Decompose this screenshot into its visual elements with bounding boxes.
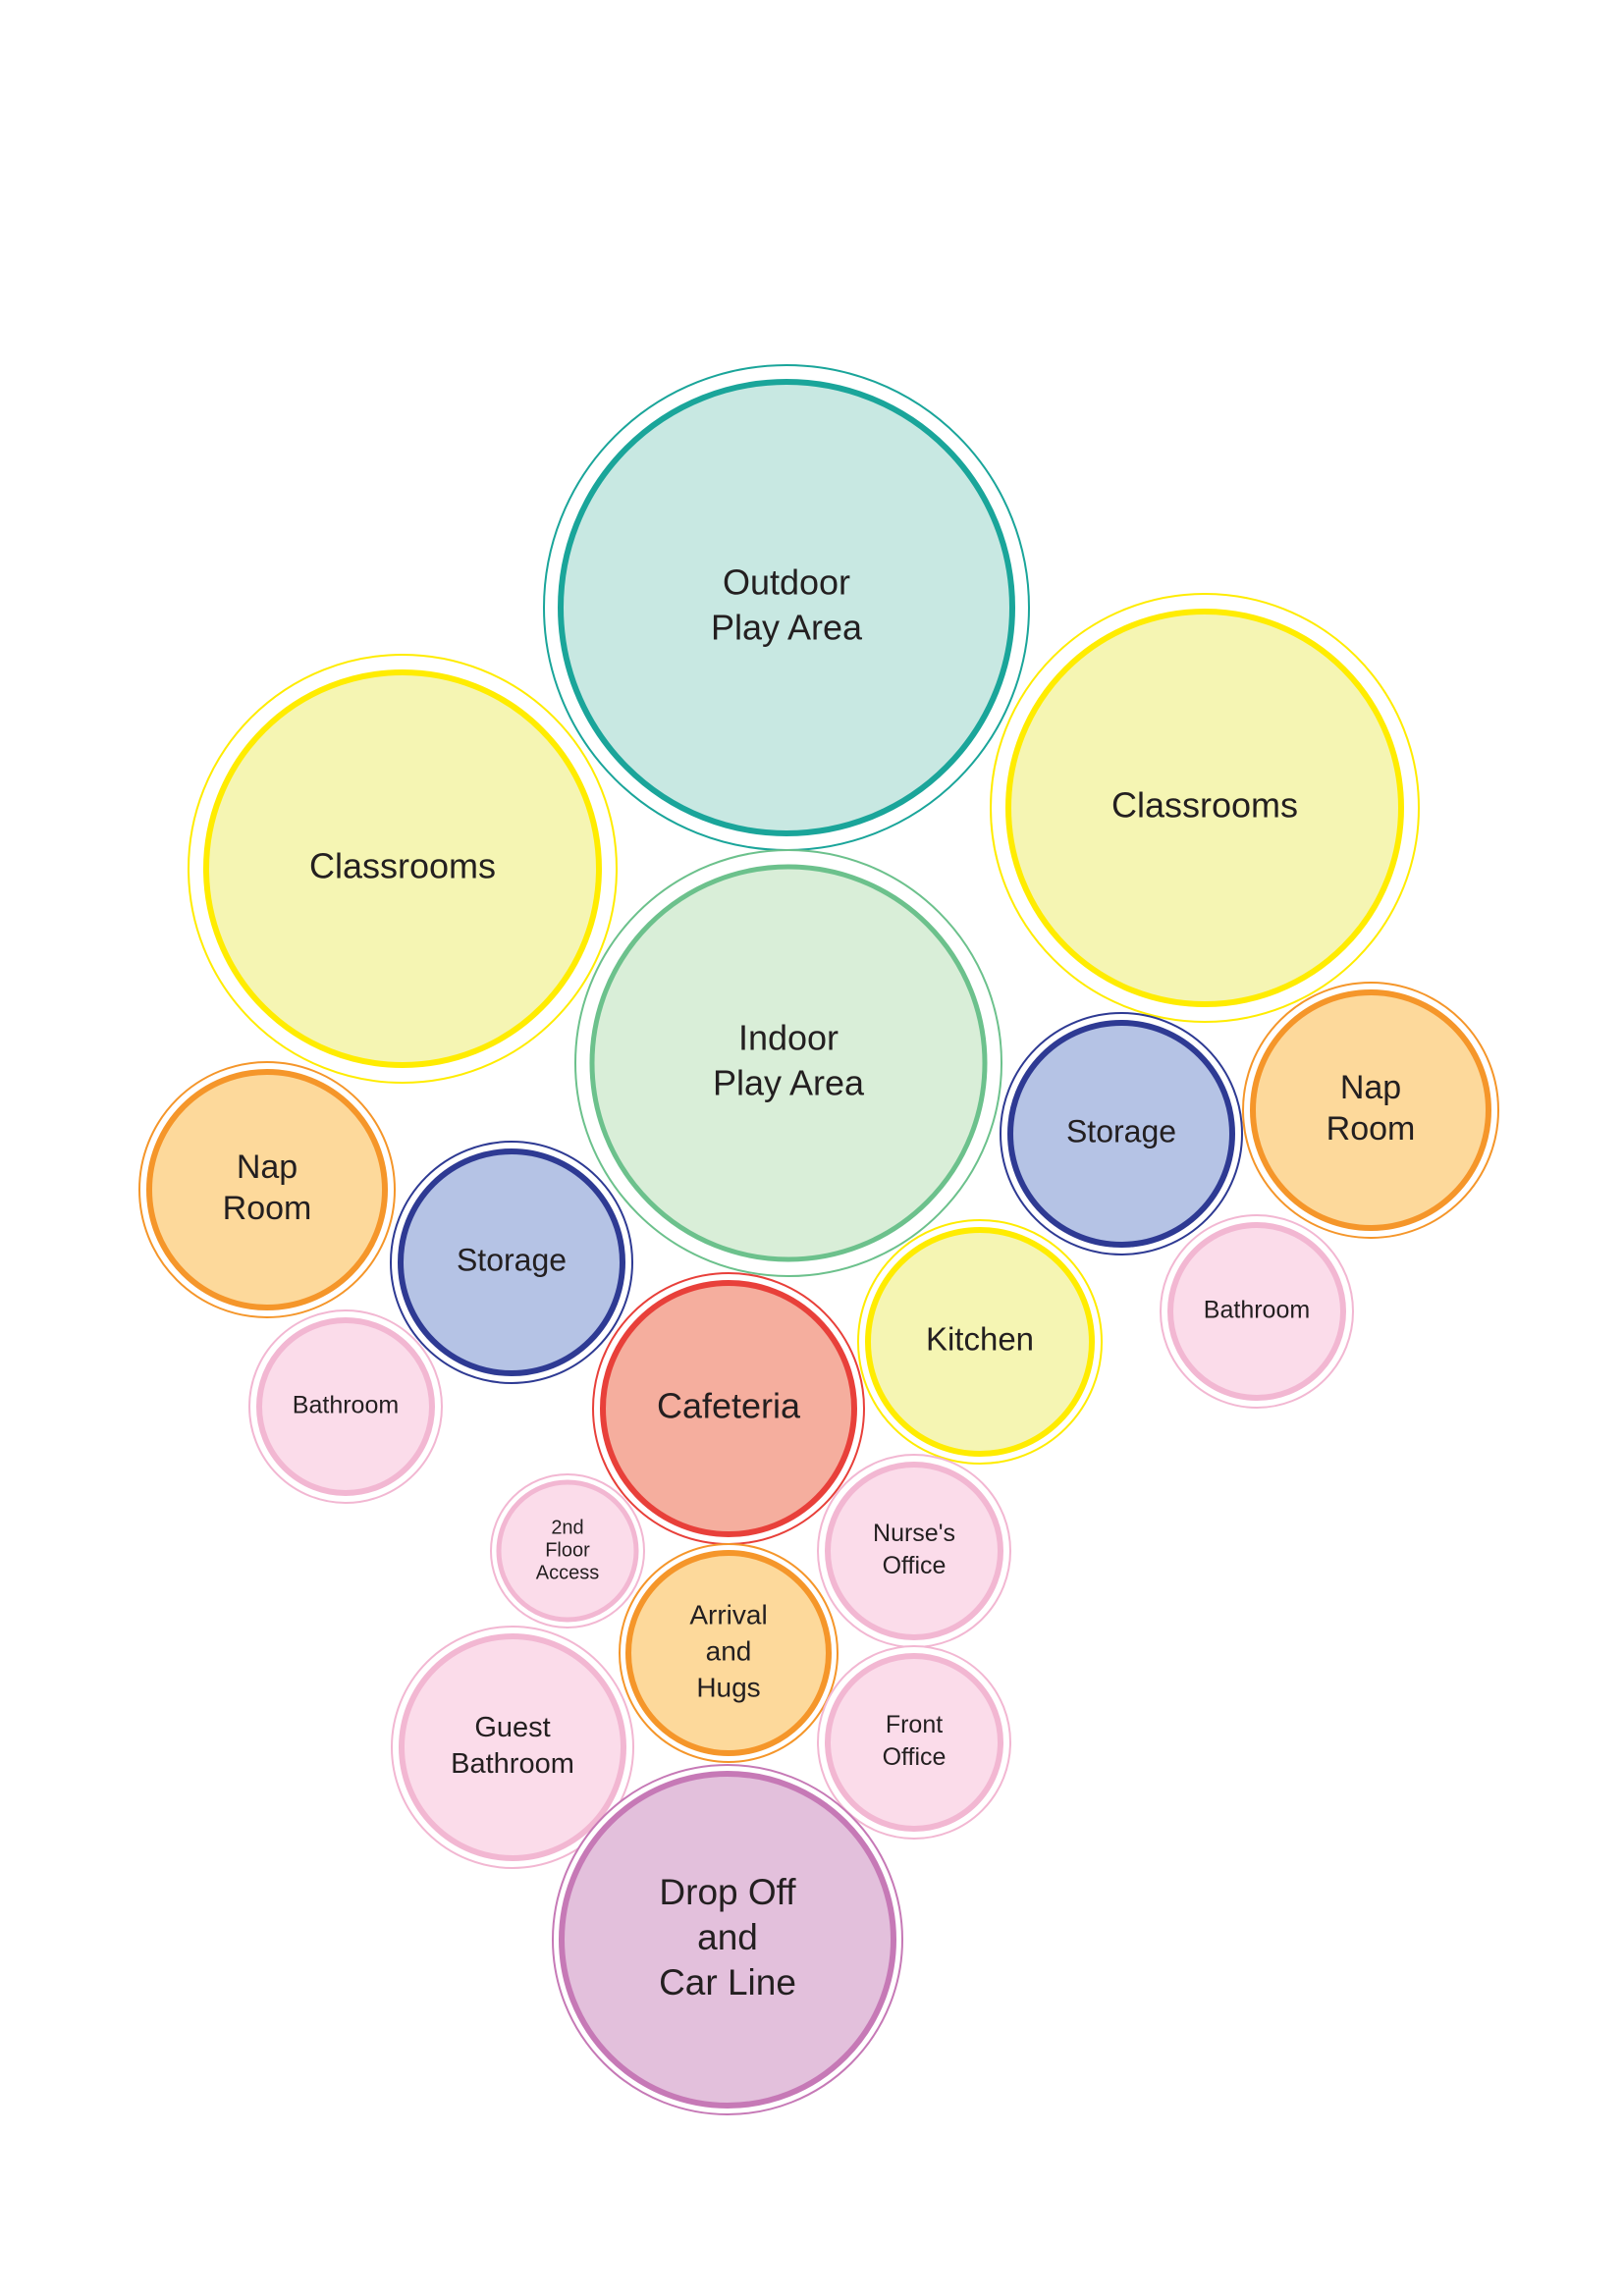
room-label-line: 2nd [551, 1517, 583, 1538]
room-label-line: Storage [1066, 1113, 1176, 1148]
room-circle [1007, 1020, 1235, 1248]
room-label-line: Front [886, 1711, 943, 1738]
room-label-line: Play Area [713, 1063, 865, 1103]
room-label-line: Nap [1340, 1069, 1401, 1106]
room-circle [1250, 989, 1491, 1231]
room-label-line: Indoor [738, 1018, 839, 1058]
room-label-line: Cafeteria [657, 1386, 801, 1426]
room-label-line: Guest [474, 1712, 550, 1743]
room-label-line: Drop Off [659, 1872, 796, 1912]
room-label-line: and [706, 1635, 752, 1666]
room-bubble-kitchen: Kitchen [857, 1219, 1103, 1465]
room-circle [625, 1550, 832, 1756]
room-circle [146, 1069, 388, 1310]
room-circle [398, 1148, 625, 1376]
room-circle [865, 1227, 1095, 1457]
room-label-line: Floor [545, 1539, 590, 1561]
room-bubble-storage-right: Storage [1000, 1012, 1243, 1255]
room-label-line: Hugs [696, 1672, 760, 1702]
room-label-line: Play Area [711, 608, 863, 648]
room-circle [399, 1633, 626, 1861]
room-label-line: Office [883, 1552, 947, 1579]
room-label-line: and [697, 1917, 758, 1957]
room-circle [1167, 1222, 1346, 1401]
room-circle [559, 1771, 896, 2109]
room-circle [558, 379, 1015, 836]
room-label-line: Bathroom [451, 1748, 574, 1780]
room-label-line: Kitchen [926, 1321, 1034, 1358]
room-circle [600, 1280, 857, 1537]
room-label-line: Nap [237, 1148, 298, 1186]
room-label-line: Room [223, 1190, 312, 1227]
room-bubble-bathroom-right: Bathroom [1160, 1214, 1354, 1409]
room-label-line: Outdoor [723, 562, 850, 603]
room-circle [1005, 609, 1404, 1007]
room-label-line: Nurse's [873, 1520, 955, 1547]
room-bubble-bathroom-left: Bathroom [248, 1309, 443, 1504]
room-circle [825, 1653, 1003, 1832]
room-label-line: Bathroom [293, 1392, 399, 1419]
room-label-line: Room [1326, 1110, 1416, 1148]
room-label-line: Car Line [659, 1962, 796, 2002]
room-bubble-classrooms-right: Classrooms [990, 593, 1420, 1023]
room-bubble-classrooms-left: Classrooms [188, 654, 618, 1084]
room-circle [589, 864, 988, 1262]
room-label-line: Bathroom [1204, 1297, 1310, 1324]
room-circle [825, 1462, 1003, 1640]
room-label-line: Classrooms [1111, 785, 1298, 826]
room-bubble-cafeteria: Cafeteria [592, 1272, 865, 1545]
room-label-line: Arrival [689, 1599, 767, 1629]
room-circle [203, 669, 602, 1068]
room-circle [256, 1317, 435, 1496]
room-label-line: Office [883, 1743, 947, 1771]
room-label-line: Access [536, 1562, 599, 1583]
room-bubble-storage-left: Storage [390, 1141, 633, 1384]
room-label-line: Storage [457, 1242, 567, 1277]
room-label-line: Classrooms [309, 846, 496, 886]
room-circle [496, 1479, 639, 1623]
